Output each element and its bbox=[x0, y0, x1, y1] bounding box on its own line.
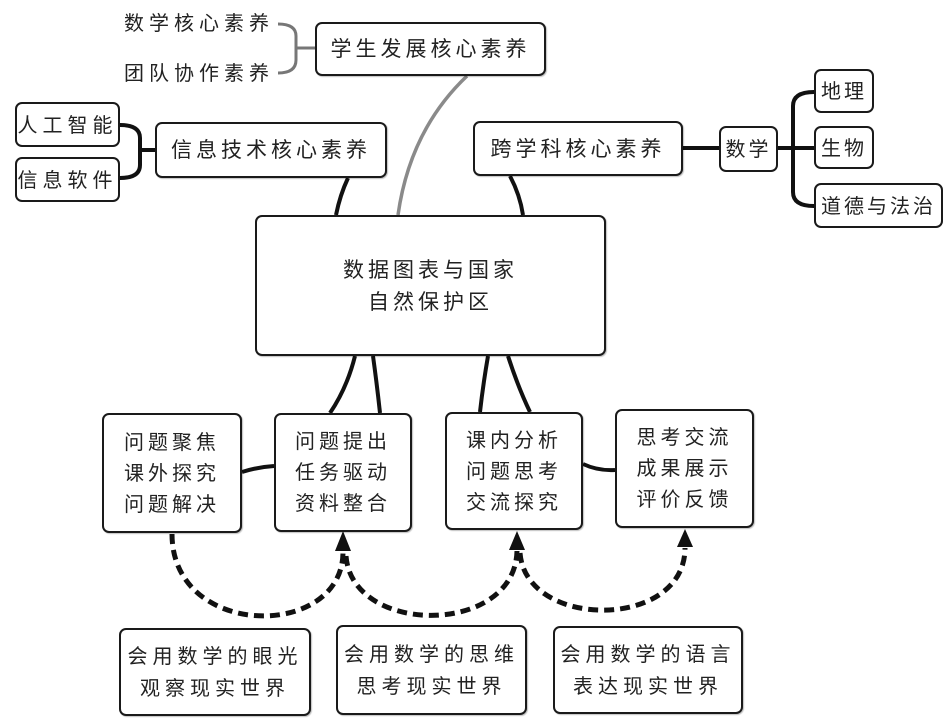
dashed-arc-1 bbox=[169, 533, 346, 619]
dashed-arc-2 bbox=[343, 550, 520, 618]
subject-geography-label: 地理 bbox=[821, 79, 867, 103]
subject-morality-law: 道德与法治 bbox=[814, 183, 943, 228]
hub-bracket bbox=[791, 90, 815, 208]
arrowhead-2 bbox=[509, 531, 525, 550]
cross-to-central-connector bbox=[508, 175, 525, 216]
process-step-3-line-2: 问题思考 bbox=[466, 458, 562, 483]
arrowhead-1 bbox=[335, 531, 351, 551]
cross-discipline-hub-label: 数学 bbox=[725, 137, 772, 161]
central-to-step2-connector-a bbox=[328, 355, 357, 415]
student-core-to-central-connector bbox=[396, 74, 469, 216]
process-step-3-line-1: 课内分析 bbox=[466, 427, 562, 452]
info-tech-child-software-label: 信息软件 bbox=[17, 167, 118, 192]
process-step-4-line-3: 评价反馈 bbox=[636, 487, 733, 511]
process-step-3: 课内分析 问题思考 交流探究 bbox=[445, 412, 583, 530]
math-competency-express-line-1: 会用数学的语言 bbox=[560, 642, 736, 666]
math-competency-express: 会用数学的语言 表达现实世界 bbox=[553, 626, 743, 714]
process-step-1-line-1: 问题聚焦 bbox=[124, 429, 220, 454]
math-competency-think-line-2: 思考现实世界 bbox=[356, 674, 507, 698]
central-to-step2-connector-b bbox=[371, 355, 382, 414]
cross-discipline-node: 跨学科核心素养 bbox=[473, 121, 683, 176]
process-step-1-line-3: 问题解决 bbox=[124, 491, 220, 516]
student-core-child-teamwork: 团队协作素养 bbox=[124, 61, 274, 85]
step3-to-step4-connector bbox=[582, 462, 616, 473]
arrowhead-3 bbox=[677, 529, 693, 547]
central-topic-line-1: 数据图表与国家 bbox=[343, 257, 518, 282]
info-tech-to-central-connector bbox=[334, 177, 350, 216]
subject-morality-law-label: 道德与法治 bbox=[821, 193, 936, 218]
math-competency-observe-line-2: 观察现实世界 bbox=[140, 676, 290, 700]
info-tech-node: 信息技术核心素养 bbox=[155, 122, 387, 178]
process-step-4-line-2: 成果展示 bbox=[636, 456, 733, 480]
central-topic-node: 数据图表与国家 自然保护区 bbox=[255, 215, 606, 356]
math-competency-think: 会用数学的思维 思考现实世界 bbox=[336, 625, 527, 715]
process-step-2-line-2: 任务驱动 bbox=[295, 460, 391, 484]
student-core-node: 学生发展核心素养 bbox=[315, 22, 546, 76]
central-topic-line-2: 自然保护区 bbox=[368, 289, 493, 314]
math-competency-observe-line-1: 会用数学的眼光 bbox=[127, 644, 303, 668]
process-step-1-line-2: 课外探究 bbox=[124, 460, 220, 485]
cross-discipline-label: 跨学科核心素养 bbox=[490, 136, 666, 161]
info-tech-bracket bbox=[119, 123, 142, 180]
process-step-2-line-1: 问题提出 bbox=[295, 429, 391, 453]
math-competency-observe: 会用数学的眼光 观察现实世界 bbox=[119, 628, 311, 716]
process-step-2: 问题提出 任务驱动 资料整合 bbox=[274, 413, 412, 532]
central-to-step3-connector-a bbox=[478, 355, 490, 413]
info-tech-child-software: 信息软件 bbox=[15, 157, 120, 202]
student-core-child-math: 数学核心素养 bbox=[124, 11, 274, 35]
info-tech-label: 信息技术核心素养 bbox=[171, 138, 371, 162]
process-step-1: 问题聚焦 课外探究 问题解决 bbox=[102, 413, 242, 533]
student-core-bracket bbox=[277, 22, 298, 75]
central-to-step3-connector-b bbox=[506, 355, 532, 413]
info-tech-child-ai-label: 人工智能 bbox=[17, 112, 118, 137]
process-step-3-line-3: 交流探究 bbox=[466, 489, 562, 514]
subject-geography: 地理 bbox=[814, 69, 874, 113]
process-step-4: 思考交流 成果展示 评价反馈 bbox=[615, 409, 754, 528]
info-tech-child-ai: 人工智能 bbox=[15, 102, 120, 147]
subject-biology-label: 生物 bbox=[821, 135, 867, 160]
process-step-4-line-1: 思考交流 bbox=[636, 425, 733, 449]
student-core-label: 学生发展核心素养 bbox=[330, 37, 531, 61]
math-competency-think-line-1: 会用数学的思维 bbox=[344, 642, 519, 666]
subject-biology: 生物 bbox=[814, 126, 874, 169]
step1-to-step2-connector bbox=[241, 464, 275, 474]
process-step-2-line-3: 资料整合 bbox=[295, 491, 391, 515]
dashed-arc-3 bbox=[517, 547, 688, 613]
cross-discipline-hub-math: 数学 bbox=[719, 126, 778, 172]
math-competency-express-line-2: 表达现实世界 bbox=[573, 674, 723, 698]
